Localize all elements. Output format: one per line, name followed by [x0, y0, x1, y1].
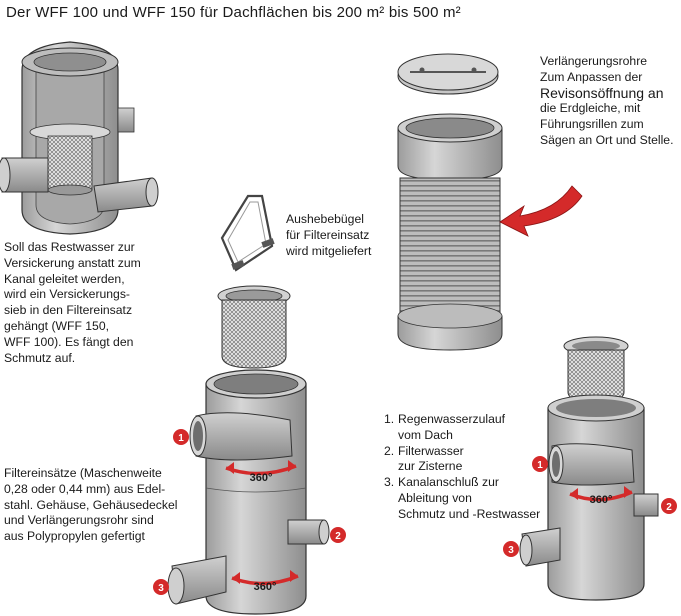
rotation-arrow-small: 360°: [569, 486, 633, 506]
legend-number: 1.: [384, 412, 395, 426]
legend-text: Schmutz und -Restwasser: [398, 506, 541, 521]
lift-handle: [220, 194, 275, 272]
filter-insert: [217, 285, 291, 369]
filtereinsaetze-line: 0,28 oder 0,44 mm) aus Edel-: [4, 481, 166, 496]
legend-text: Regenwasserzulauf: [398, 412, 506, 426]
marker-2-small: 2: [661, 498, 677, 514]
rotation-label: 360°: [250, 472, 273, 484]
filtereinsaetze-line: aus Polypropylen gefertigt: [4, 529, 145, 544]
aushebebuegel-text: Aushebebügel für Filtereinsatz wird mitg…: [286, 212, 371, 259]
verlaengerung-line: Sägen an Ort und Stelle.: [540, 132, 674, 147]
verlaengerung-line: Revisonsöffnung an: [540, 84, 664, 101]
marker-number: 2: [666, 502, 672, 513]
insert-arrow: [499, 185, 583, 237]
verlaengerung-line: die Erdgleiche, mit: [540, 101, 641, 116]
rotation-arrow-lower: 360°: [231, 570, 299, 593]
filtereinsaetze-line: und Verlängerungsrohr sind: [4, 513, 154, 528]
restwasser-line: Schmutz auf.: [4, 350, 76, 365]
marker-number: 2: [335, 531, 341, 542]
restwasser-line: WFF 100). Es fängt den: [4, 334, 134, 349]
marker-1-main: 1: [173, 429, 189, 445]
aushebe-line: für Filtereinsatz: [286, 227, 370, 242]
verlaengerung-text: Verlängerungsrohre Zum Anpassen der Revi…: [540, 54, 673, 149]
legend-item: 3.Kanalanschluß zur: [384, 475, 540, 491]
marker-3-small: 3: [503, 541, 519, 557]
legend-number: 3.: [384, 475, 395, 490]
verlaengerung-line: Zum Anpassen der: [540, 69, 643, 84]
legend-text: zur Zisterne: [398, 459, 463, 474]
marker-2-main: 2: [330, 527, 346, 543]
legend-item: 1.Regenwasserzulauf: [384, 412, 540, 428]
marker-number: 1: [178, 433, 184, 444]
restwasser-line: gehängt (WFF 150,: [4, 318, 109, 333]
main-housing: [167, 369, 330, 615]
verlaengerung-line: Führungsrillen zum: [540, 117, 644, 132]
legend-list: 1.Regenwasserzulauf vom Dach 2.Filterwas…: [384, 412, 540, 523]
rotation-label: 360°: [254, 581, 277, 593]
aushebe-line: Aushebebügel: [286, 212, 364, 226]
rotation-label: 360°: [590, 494, 613, 506]
restwasser-line: wird ein Versickerungs-: [4, 287, 130, 302]
marker-1-small: 1: [532, 456, 548, 472]
restwasser-line: sieb in den Filtereinsatz: [4, 303, 133, 318]
rotation-arrow-upper: 360°: [225, 460, 297, 484]
legend-text: vom Dach: [398, 427, 453, 442]
assembled-filter: [519, 336, 659, 601]
restwasser-line: Kanal geleitet werden,: [4, 271, 125, 286]
legend-item: zur Zisterne: [384, 459, 540, 475]
legend-text: Ableitung von: [398, 490, 472, 505]
filtereinsaetze-text: Filtereinsätze (Maschenweite 0,28 oder 0…: [4, 466, 177, 545]
legend-number: 2.: [384, 443, 395, 458]
marker-number: 3: [158, 583, 164, 594]
page-title: Der WFF 100 und WFF 150 für Dachflächen …: [6, 4, 461, 21]
restwasser-line: Versickerung anstatt zum: [4, 255, 141, 270]
cutaway-filter: [0, 41, 159, 235]
marker-3-main: 3: [153, 579, 169, 595]
legend-item: vom Dach: [384, 428, 540, 444]
legend-item: Schmutz und -Restwasser: [384, 507, 540, 523]
filtereinsaetze-line: Filtereinsätze (Maschenweite: [4, 466, 162, 480]
restwasser-text: Soll das Restwasser zur Versickerung ans…: [4, 240, 141, 366]
legend-text: Kanalanschluß zur: [398, 475, 499, 490]
verlaengerung-line: Verlängerungsrohre: [540, 54, 648, 68]
legend-text: Filterwasser: [398, 443, 464, 458]
marker-number: 3: [508, 545, 514, 556]
restwasser-line: Soll das Restwasser zur: [4, 240, 135, 254]
extension-pipe: [397, 53, 503, 351]
legend-item: Ableitung von: [384, 491, 540, 507]
aushebe-line: wird mitgeliefert: [286, 243, 372, 258]
marker-number: 1: [537, 460, 543, 471]
legend-item: 2.Filterwasser: [384, 444, 540, 460]
filtereinsaetze-line: stahl. Gehäuse, Gehäusedeckel: [4, 497, 178, 512]
